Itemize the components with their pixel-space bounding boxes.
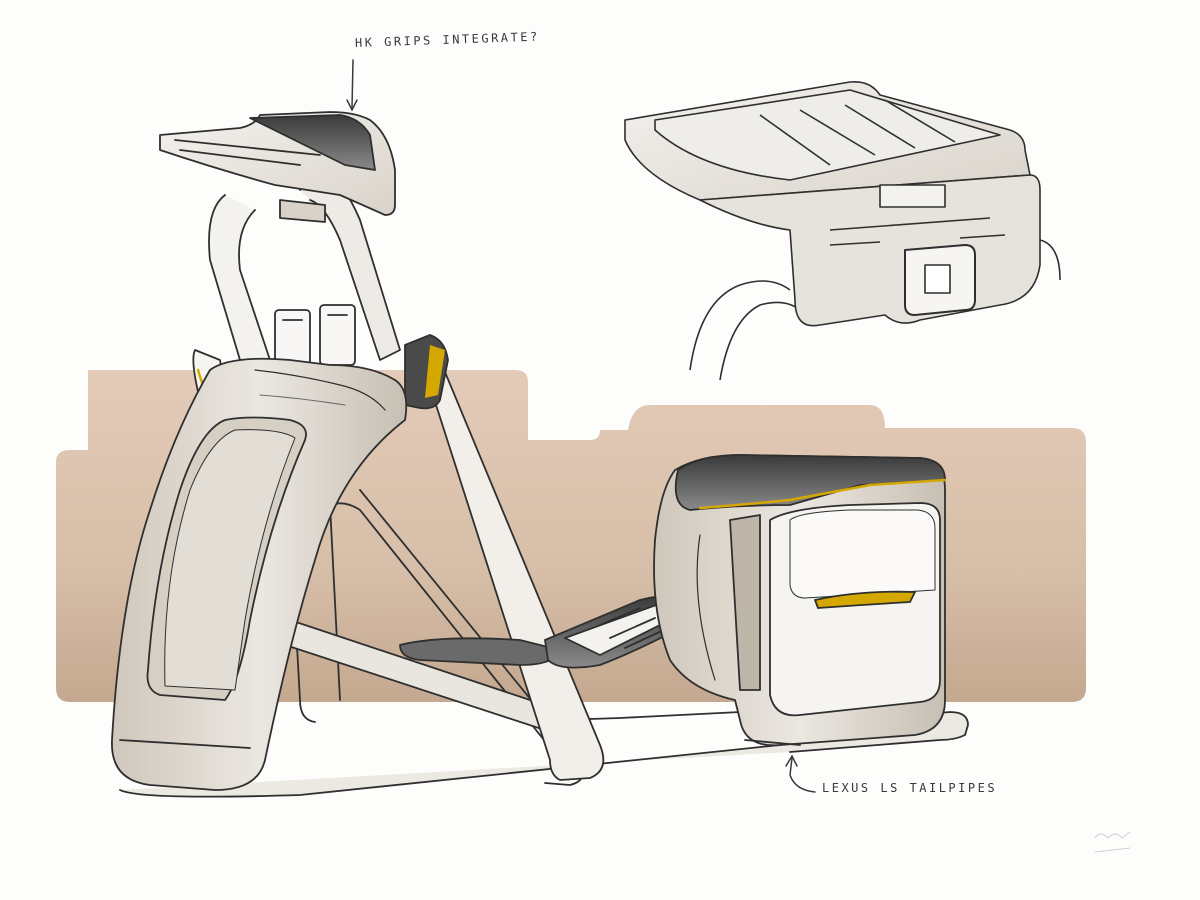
arrow-down-icon xyxy=(346,59,358,112)
signature-scribble xyxy=(1094,831,1131,853)
tailpipes-note: LEXUS LS TAILPIPES xyxy=(822,781,998,795)
main-machine-sketch xyxy=(111,111,969,798)
arrow-up-icon xyxy=(785,754,816,793)
console-detail-sketch xyxy=(624,80,1061,381)
